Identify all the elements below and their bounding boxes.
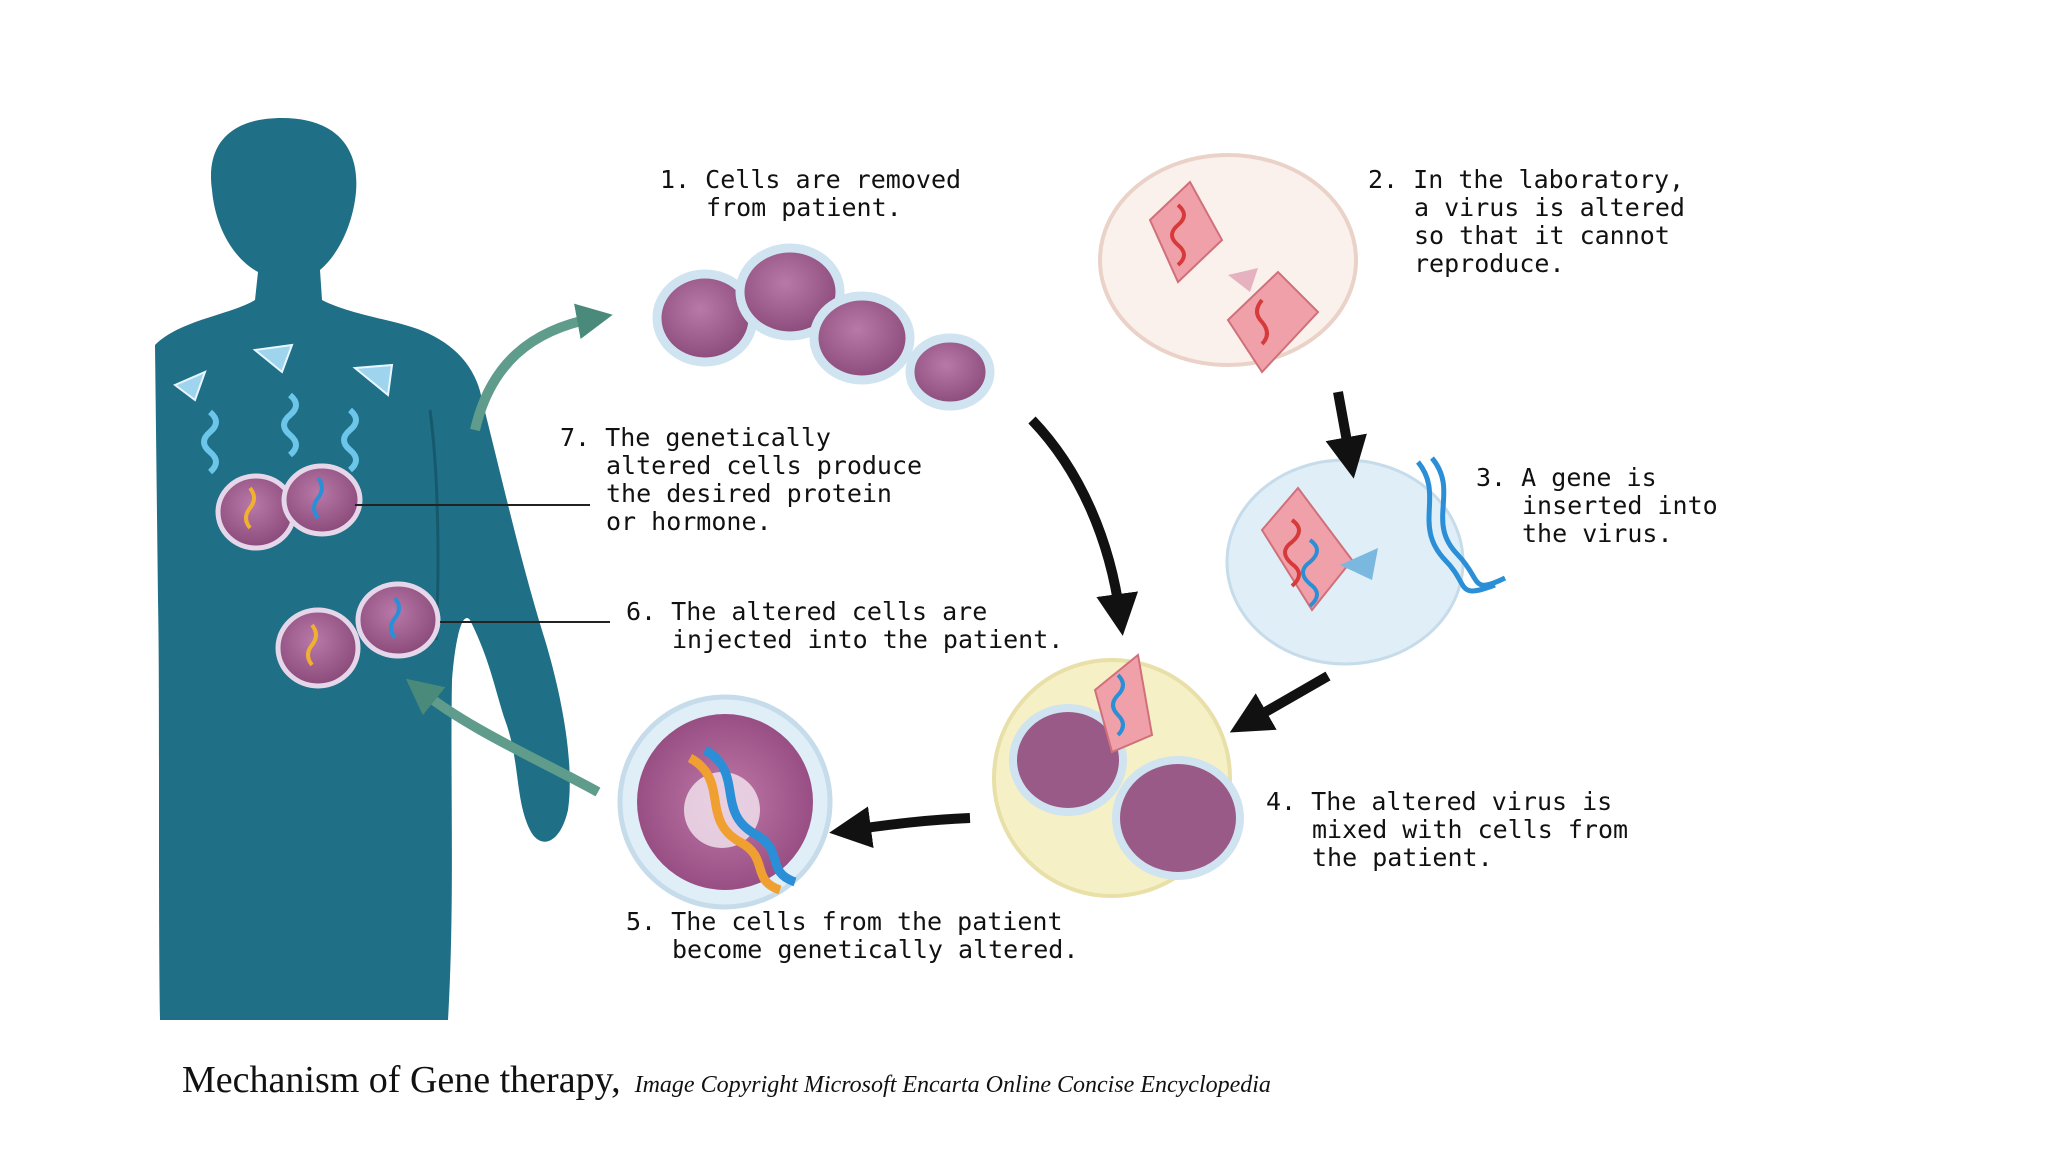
step-6-number: 6. (626, 597, 657, 626)
step-3-text-3: the virus. (1522, 519, 1673, 548)
arrow-step4-to-step5 (829, 806, 971, 849)
arrow-into-body (405, 678, 601, 797)
step-7-text-1: The genetically (605, 423, 831, 452)
arrow-step2-to-step3 (1325, 391, 1367, 479)
protein-icon (173, 343, 394, 475)
arrow-step3-to-step4 (1229, 671, 1331, 733)
step-1-label: 1. Cells are removed from patient. (660, 166, 961, 222)
step-2-line-1: 2. In the laboratory, (1368, 166, 1685, 194)
step-7-text-3: the desired protein (606, 479, 892, 508)
step-3-label: 3. A gene is inserted into the virus. (1476, 464, 1718, 548)
step-4-text-3: the patient. (1312, 843, 1493, 872)
step-7-text-2: altered cells produce (606, 451, 923, 480)
step-5-text-1: The cells from the patient (671, 907, 1063, 936)
step-2-label: 2. In the laboratory, a virus is altered… (1368, 166, 1685, 278)
step-6-line-1: 6. The altered cells are (626, 598, 1063, 626)
step-3-number: 3. (1476, 463, 1507, 492)
step-2-text-1: In the laboratory, (1413, 165, 1685, 194)
step-2-text-4: reproduce. (1414, 249, 1565, 278)
step-4-label: 4. The altered virus is mixed with cells… (1266, 788, 1628, 872)
step-3-text-1: A gene is (1521, 463, 1657, 492)
step-4-line-1: 4. The altered virus is (1266, 788, 1628, 816)
step-5-number: 5. (626, 907, 657, 936)
step-6-label: 6. The altered cells are injected into t… (626, 598, 1063, 654)
step-6-text-2: injected into the patient. (672, 625, 1064, 654)
altered-cell-icon (617, 694, 833, 910)
step-4-text-1: The altered virus is (1311, 787, 1613, 816)
step-2-text-3: so that it cannot (1414, 221, 1670, 250)
step-1-text-2: from patient. (706, 193, 902, 222)
altered-cells-upper-icon (215, 463, 363, 551)
mixed-cells-icon (992, 653, 1244, 898)
step-7-text-4: or hormone. (606, 507, 772, 536)
laboratory-dish-icon (1098, 153, 1358, 374)
step-5-label: 5. The cells from the patient become gen… (626, 908, 1078, 964)
step-5-line-1: 5. The cells from the patient (626, 908, 1078, 936)
step-7-line-1: 7. The genetically (560, 424, 922, 452)
step-2-text-2: a virus is altered (1414, 193, 1685, 222)
step-5-text-2: become genetically altered. (672, 935, 1079, 964)
step-2-number: 2. (1368, 165, 1399, 194)
step-4-number: 4. (1266, 787, 1297, 816)
step-7-label: 7. The genetically altered cells produce… (560, 424, 922, 536)
removed-cells-icon (652, 243, 995, 411)
step-1-line-1: 1. Cells are removed (660, 166, 961, 194)
caption-title: Mechanism of Gene therapy, (182, 1059, 621, 1101)
caption-credit: Image Copyright Microsoft Encarta Online… (634, 1072, 1271, 1098)
arrow-step1-to-step4 (1028, 416, 1139, 636)
step-3-line-1: 3. A gene is (1476, 464, 1718, 492)
step-6-text-1: The altered cells are (671, 597, 988, 626)
gene-insertion-icon (1225, 456, 1507, 666)
human-silhouette-icon (155, 118, 570, 1020)
step-4-text-2: mixed with cells from (1312, 815, 1629, 844)
figure-caption: Mechanism of Gene therapy, Image Copyrigh… (182, 1058, 1271, 1102)
step-1-number: 1. (660, 165, 691, 194)
step-7-number: 7. (560, 423, 591, 452)
arrow-out-of-body (470, 303, 613, 432)
altered-cells-lower-icon (275, 581, 441, 689)
step-1-text-1: Cells are removed (705, 165, 962, 194)
step-3-text-2: inserted into (1522, 491, 1718, 520)
